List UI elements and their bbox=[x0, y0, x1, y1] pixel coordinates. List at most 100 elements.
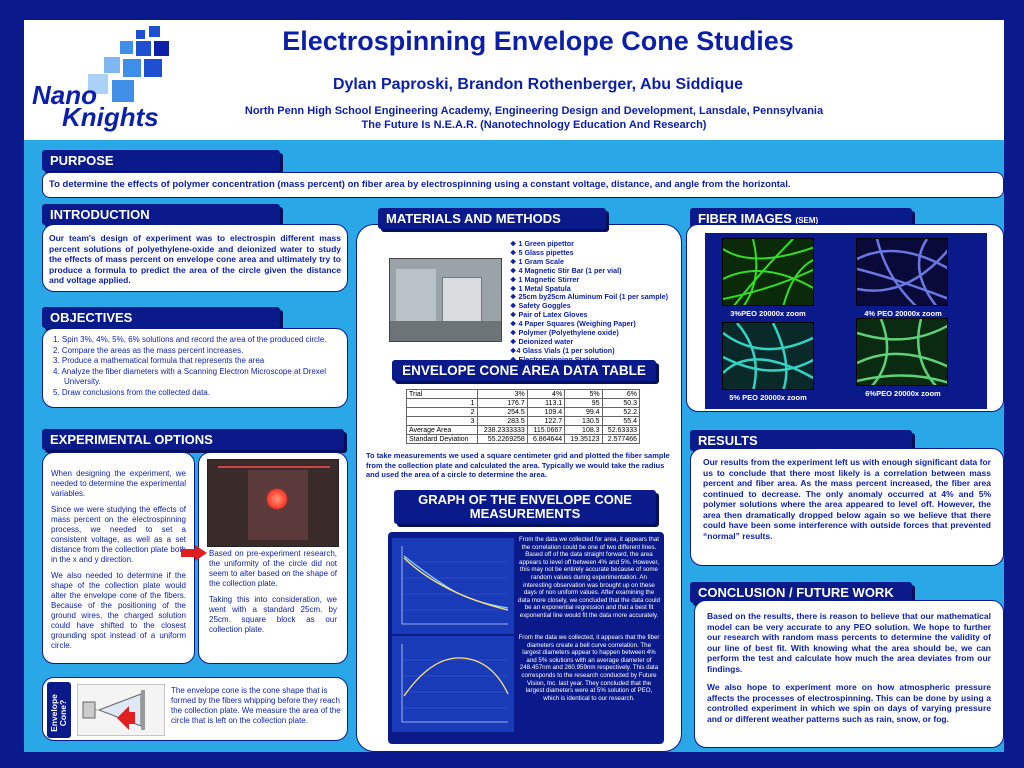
experimental-heading: EXPERIMENTAL OPTIONS bbox=[42, 429, 344, 450]
table-cell: 19.35123 bbox=[564, 434, 603, 444]
material-item: ❖ 1 Green pipettor bbox=[510, 239, 574, 248]
envelope-box: Envelope Cone? The envelope cone is the … bbox=[42, 677, 348, 741]
objective-item: 4. Analyze the fiber diameters with a Sc… bbox=[53, 366, 327, 387]
table-cell: 283.5 bbox=[476, 416, 528, 426]
logo-text-nano: Nano bbox=[32, 80, 97, 110]
poster-authors: Dylan Paproski, Brandon Rothenberger, Ab… bbox=[332, 76, 744, 93]
objective-item: 1. Spin 3%, 4%, 5%, 6% solutions and rec… bbox=[53, 335, 327, 344]
material-item: ❖ 4 Magnetic Stir Bar (1 per vial) bbox=[510, 265, 622, 275]
materials-list: ❖ 1 Green pipettor ❖ 5 Glass pipettes ❖ … bbox=[510, 239, 680, 365]
materials-heading: MATERIALS AND METHODS bbox=[378, 208, 606, 229]
table-cell: 4% bbox=[526, 389, 566, 399]
nano-knights-logo: Nano Knights bbox=[28, 24, 198, 136]
introduction-box: Our team's design of experiment was to e… bbox=[42, 224, 348, 292]
fiber-caption: 6%PEO 20000x zoom bbox=[865, 389, 941, 398]
graph-background bbox=[392, 636, 514, 732]
objectives-list: 1. Spin 3%, 4%, 5%, 6% solutions and rec… bbox=[53, 335, 337, 398]
graph-text-1: From the data we collected for area, it … bbox=[518, 536, 660, 619]
objective-item: 5. Draw conclusions from the collected d… bbox=[53, 387, 210, 397]
table-cell: 109.4 bbox=[526, 407, 566, 417]
material-item: ❖ Pair of Latex Gloves bbox=[510, 310, 588, 320]
electrospinning-photo bbox=[207, 459, 339, 547]
fiber-image-3pct bbox=[722, 238, 814, 306]
datatable-caption: To take measurements we used a square ce… bbox=[366, 451, 670, 479]
table-cell: 95 bbox=[564, 398, 603, 408]
envelope-diagram bbox=[77, 684, 165, 736]
table-cell: 254.5 bbox=[476, 407, 528, 417]
purpose-box: To determine the effects of polymer conc… bbox=[42, 172, 1004, 198]
introduction-text: Our team's design of experiment was to e… bbox=[49, 233, 341, 285]
experimental-paragraph: Since we were studying the effects of ma… bbox=[51, 505, 186, 564]
material-item: ❖4 Glass Vials (1 per solution) bbox=[510, 345, 615, 355]
graph-heading: GRAPH OF THE ENVELOPE CONE MEASUREMENTS bbox=[394, 490, 656, 524]
table-cell: 6% bbox=[601, 389, 641, 399]
objective-item: 3. Produce a mathematical formula that r… bbox=[53, 356, 265, 365]
table-cell: 176.7 bbox=[476, 398, 528, 408]
experimental-right-box: Based on pre-experiment research, the un… bbox=[198, 452, 348, 664]
affiliation-line: North Penn High School Engineering Acade… bbox=[244, 105, 824, 117]
table-cell: Trial bbox=[406, 389, 478, 399]
table-cell: Standard Deviation bbox=[406, 434, 478, 444]
table-cell: Average Area bbox=[406, 425, 478, 435]
objectives-heading: OBJECTIVES bbox=[42, 307, 280, 328]
objective-item: 2. Compare the areas as the mass percent… bbox=[53, 345, 244, 355]
results-text: Our results from the experiment left us … bbox=[703, 457, 991, 541]
table-cell: 3% bbox=[476, 389, 528, 399]
diameter-graph bbox=[392, 636, 514, 732]
table-cell: 115.0667 bbox=[526, 425, 566, 435]
fiber-caption: 3%PEO 20000x zoom bbox=[730, 309, 806, 318]
material-item: ❖ Polymer (Polyethylene oxide) bbox=[510, 328, 619, 338]
table-cell: 108.3 bbox=[564, 425, 603, 435]
table-cell: 1 bbox=[406, 398, 478, 408]
envelope-side-label: Envelope Cone? bbox=[49, 694, 68, 732]
table-cell: 113.1 bbox=[526, 398, 566, 408]
table-cell: 238.2333333 bbox=[476, 425, 528, 435]
experimental-paragraph: We also needed to determine if the shape… bbox=[51, 571, 186, 650]
experimental-paragraph: Based on pre-experiment research, the un… bbox=[209, 549, 337, 588]
graph-text-2: From the data we collected, it appears t… bbox=[518, 634, 660, 702]
datatable-heading: ENVELOPE CONE AREA DATA TABLE bbox=[392, 360, 656, 381]
fiber-caption: 4% PEO 20000x zoom bbox=[864, 309, 942, 318]
objectives-box: 1. Spin 3%, 4%, 5%, 6% solutions and rec… bbox=[42, 328, 348, 408]
conclusion-box: Based on the results, there is reason to… bbox=[694, 600, 1004, 748]
area-graph bbox=[392, 538, 514, 634]
material-item: ❖ Safety Goggles bbox=[510, 301, 571, 311]
fiber-image-5pct bbox=[722, 322, 814, 390]
tagline: The Future Is N.E.A.R. (Nanotechnology E… bbox=[361, 119, 707, 131]
conclusion-paragraph: Based on the results, there is reason to… bbox=[707, 611, 991, 674]
material-item: ❖ 1 Gram Scale bbox=[510, 256, 565, 266]
fiber-caption: 5% PEO 20000x zoom bbox=[729, 393, 807, 402]
material-item: ❖ 1 Metal Spatula bbox=[510, 283, 571, 293]
table-cell: 50.3 bbox=[601, 398, 641, 408]
material-item: ❖ 4 Paper Squares (Weighing Paper) bbox=[510, 319, 636, 329]
table-cell: 52.2 bbox=[601, 407, 641, 417]
table-cell: 130.5 bbox=[564, 416, 603, 426]
table-cell: 2.577466 bbox=[601, 434, 641, 444]
table-cell: 6.864644 bbox=[526, 434, 566, 444]
envelope-side-tab: Envelope Cone? bbox=[47, 682, 71, 738]
graph-axes bbox=[401, 546, 508, 625]
experimental-left-box: When designing the experiment, we needed… bbox=[42, 452, 195, 664]
table-cell: 3 bbox=[406, 416, 478, 426]
arrow-right-icon bbox=[181, 545, 207, 561]
results-heading: RESULTS bbox=[690, 430, 912, 451]
envelope-text: The envelope cone is the cone shape that… bbox=[171, 686, 341, 725]
graph-panel: From the data we collected for area, it … bbox=[388, 532, 664, 744]
graph-axes bbox=[401, 644, 508, 723]
purpose-text: To determine the effects of polymer conc… bbox=[49, 179, 791, 190]
introduction-heading: INTRODUCTION bbox=[42, 204, 280, 225]
results-box: Our results from the experiment left us … bbox=[690, 448, 1004, 566]
conclusion-heading: CONCLUSION / FUTURE WORK bbox=[690, 582, 912, 603]
material-item: ❖ Electrospinning Station bbox=[510, 355, 680, 365]
graph-curve bbox=[403, 557, 509, 611]
lab-photo bbox=[389, 258, 502, 342]
fiber-heading: FIBER IMAGES (SEM) bbox=[690, 208, 912, 229]
poster-title: Electrospinning Envelope Cone Studies bbox=[282, 26, 794, 56]
